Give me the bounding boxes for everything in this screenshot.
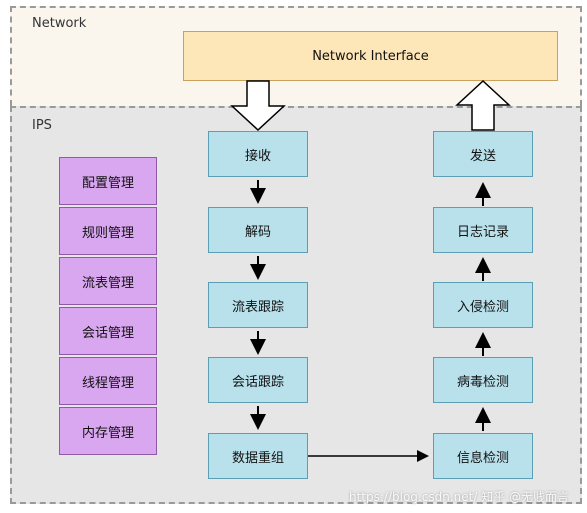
mgmt-rules: 规则管理 [59,207,157,255]
mgmt-config: 配置管理 [59,157,157,205]
mgmt-flow-table: 流表管理 [59,257,157,305]
inbound-big-arrow [230,80,286,132]
watermark: https://blog.csdn.net/ 知乎 @无贱而言 [349,490,569,504]
node-session-tracking: 会话跟踪 [208,357,308,403]
node-info-detection: 信息检测 [433,433,533,479]
mgmt-session: 会话管理 [59,307,157,355]
ips-zone-label: IPS [32,118,52,133]
node-intrusion-detection: 入侵检测 [433,282,533,328]
node-data-reassembly: 数据重组 [208,433,308,479]
node-flow-tracking: 流表跟踪 [208,282,308,328]
network-zone-label: Network [32,16,87,31]
node-receive: 接收 [208,131,308,177]
network-interface-box: Network Interface [183,31,558,81]
mgmt-thread: 线程管理 [59,357,157,405]
node-send: 发送 [433,131,533,177]
outbound-big-arrow [455,79,511,131]
node-logging: 日志记录 [433,207,533,253]
node-decode: 解码 [208,207,308,253]
mgmt-memory: 内存管理 [59,407,157,455]
node-virus-detection: 病毒检测 [433,357,533,403]
